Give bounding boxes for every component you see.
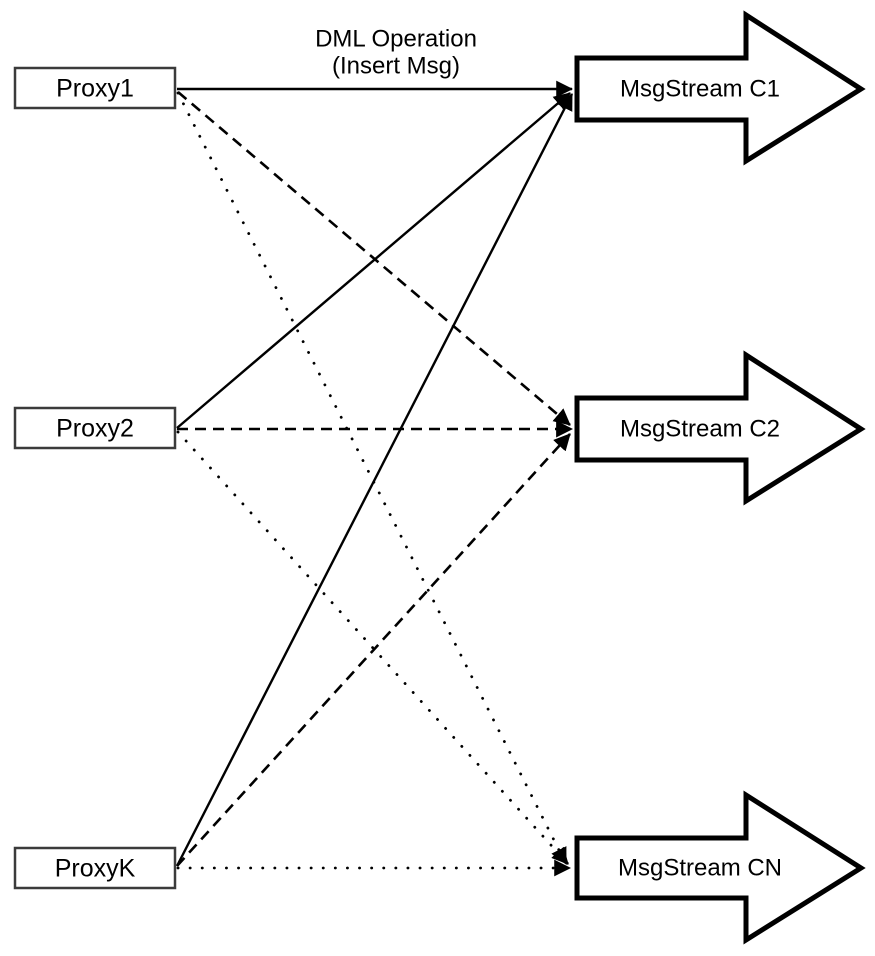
proxy-node-proxy2[interactable]: Proxy2 bbox=[13, 406, 177, 450]
connection-proxyk-to-stream-c1 bbox=[175, 93, 574, 867]
edge-label-dml-operation: DML Operation (Insert Msg) bbox=[315, 25, 477, 79]
stream-arrow-icon[interactable] bbox=[574, 350, 866, 506]
proxy-box-rect[interactable] bbox=[13, 406, 177, 450]
stream-node-stream-c1[interactable]: MsgStream C1 bbox=[574, 10, 866, 166]
stream-label: MsgStream C1 bbox=[620, 75, 780, 102]
proxy-label: Proxy2 bbox=[56, 415, 134, 443]
connection-proxy1-to-stream-cn bbox=[176, 91, 568, 866]
proxy-label: ProxyK bbox=[55, 855, 136, 883]
proxy-box-rect[interactable] bbox=[13, 66, 177, 110]
stream-label: MsgStream CN bbox=[618, 854, 782, 881]
stream-node-stream-cn[interactable]: MsgStream CN bbox=[574, 790, 866, 945]
proxy-box-rect[interactable] bbox=[13, 846, 177, 890]
edge-label-line2: (Insert Msg) bbox=[332, 52, 460, 79]
stream-node-stream-c2[interactable]: MsgStream C2 bbox=[574, 350, 866, 506]
proxy-label: Proxy1 bbox=[56, 75, 134, 103]
edge-label-line1: DML Operation bbox=[315, 25, 477, 52]
connection-layer bbox=[175, 80, 574, 877]
connection-proxyk-to-stream-c2 bbox=[176, 433, 571, 867]
proxy-node-proxyk[interactable]: ProxyK bbox=[13, 846, 177, 890]
stream-label: MsgStream C2 bbox=[620, 415, 780, 442]
stream-arrow-icon[interactable] bbox=[574, 790, 866, 945]
connection-proxy2-to-stream-c1 bbox=[176, 92, 571, 429]
stream-arrow-icon[interactable] bbox=[574, 10, 866, 166]
proxy-node-proxy1[interactable]: Proxy1 bbox=[13, 66, 177, 110]
connection-proxy2-to-stream-cn bbox=[176, 430, 570, 866]
